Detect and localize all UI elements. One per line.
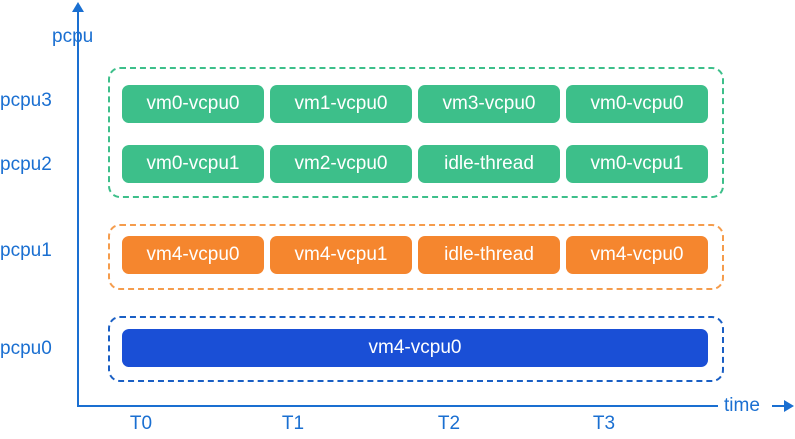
cell-pcpu1-t1: vm4-vcpu1 (270, 236, 412, 274)
group-orange (108, 224, 724, 290)
cell-pcpu3-t3: vm0-vcpu0 (566, 85, 708, 123)
tick-t1: T1 (281, 413, 305, 434)
cell-pcpu2-t2: idle-thread (418, 145, 560, 183)
group-blue (108, 316, 724, 382)
cell-pcpu1-t3: vm4-vcpu0 (566, 236, 708, 274)
cell-pcpu3-t1: vm1-vcpu0 (270, 85, 412, 123)
cell-pcpu2-t3: vm0-vcpu1 (566, 145, 708, 183)
cell-pcpu0-all: vm4-vcpu0 (122, 329, 708, 367)
group-green (108, 67, 724, 198)
row-label-pcpu0: pcpu0 (0, 338, 52, 359)
row-label-pcpu2: pcpu2 (0, 154, 52, 175)
cell-pcpu1-t0: vm4-vcpu0 (122, 236, 264, 274)
cell-pcpu1-t2: idle-thread (418, 236, 560, 274)
row-label-pcpu1: pcpu1 (0, 240, 52, 261)
cell-pcpu2-t1: vm2-vcpu0 (270, 145, 412, 183)
cell-pcpu3-t2: vm3-vcpu0 (418, 85, 560, 123)
tick-t0: T0 (129, 413, 153, 434)
y-axis-arrow (72, 2, 84, 12)
row-label-pcpu3: pcpu3 (0, 90, 52, 111)
cell-pcpu3-t0: vm0-vcpu0 (122, 85, 264, 123)
cell-pcpu2-t0: vm0-vcpu1 (122, 145, 264, 183)
y-axis-title: pcpu (52, 26, 94, 47)
x-axis-arrow (784, 400, 794, 412)
x-axis-title: time (724, 395, 760, 416)
tick-t2: T2 (437, 413, 461, 434)
tick-t3: T3 (592, 413, 616, 434)
